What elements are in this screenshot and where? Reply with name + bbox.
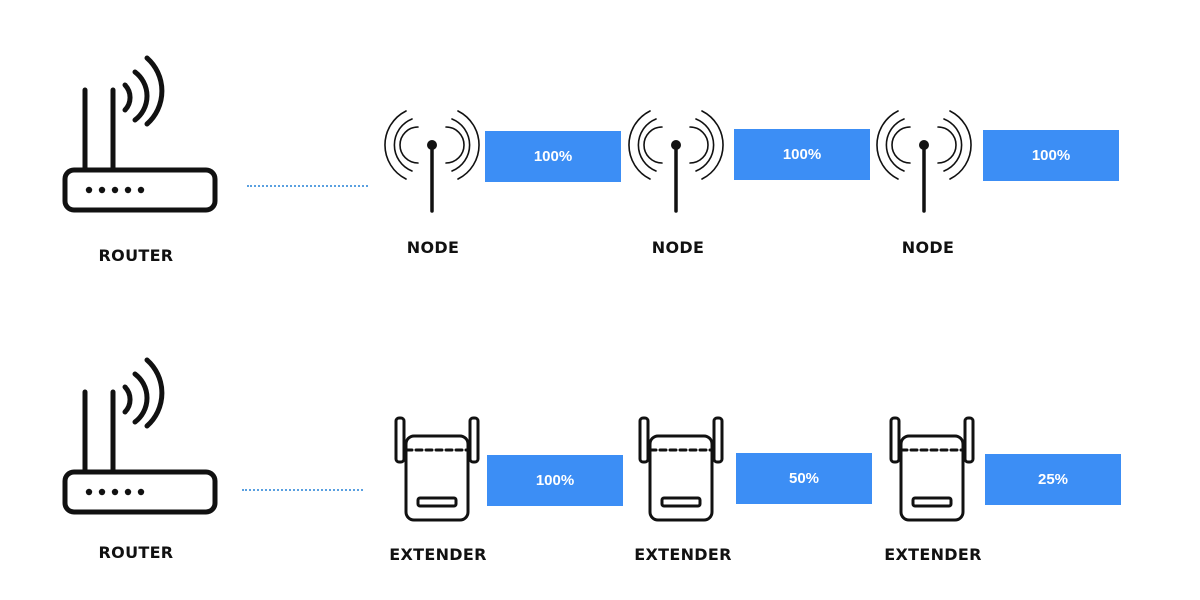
signal-bar: 100% — [983, 130, 1119, 181]
router-icon — [62, 55, 218, 213]
antenna-node-icon — [876, 110, 972, 213]
signal-bar: 100% — [734, 129, 870, 180]
router-label: ROUTER — [98, 543, 174, 562]
node-label: NODE — [406, 238, 460, 257]
router-icon — [62, 357, 218, 515]
signal-bar: 50% — [736, 453, 872, 504]
signal-bar: 25% — [985, 454, 1121, 505]
wifi-extender-icon — [638, 416, 724, 522]
connection-line — [247, 185, 368, 187]
node-label: NODE — [901, 238, 955, 257]
wifi-extender-icon — [889, 416, 975, 522]
extender-label: EXTENDER — [389, 545, 487, 564]
wifi-extender-icon — [394, 416, 480, 522]
signal-bar: 100% — [487, 455, 623, 506]
router-label: ROUTER — [98, 246, 174, 265]
connection-line — [242, 489, 363, 491]
antenna-node-icon — [628, 110, 724, 213]
extender-label: EXTENDER — [884, 545, 982, 564]
antenna-node-icon — [384, 110, 480, 213]
extender-label: EXTENDER — [634, 545, 732, 564]
signal-bar: 100% — [485, 131, 621, 182]
node-label: NODE — [651, 238, 705, 257]
